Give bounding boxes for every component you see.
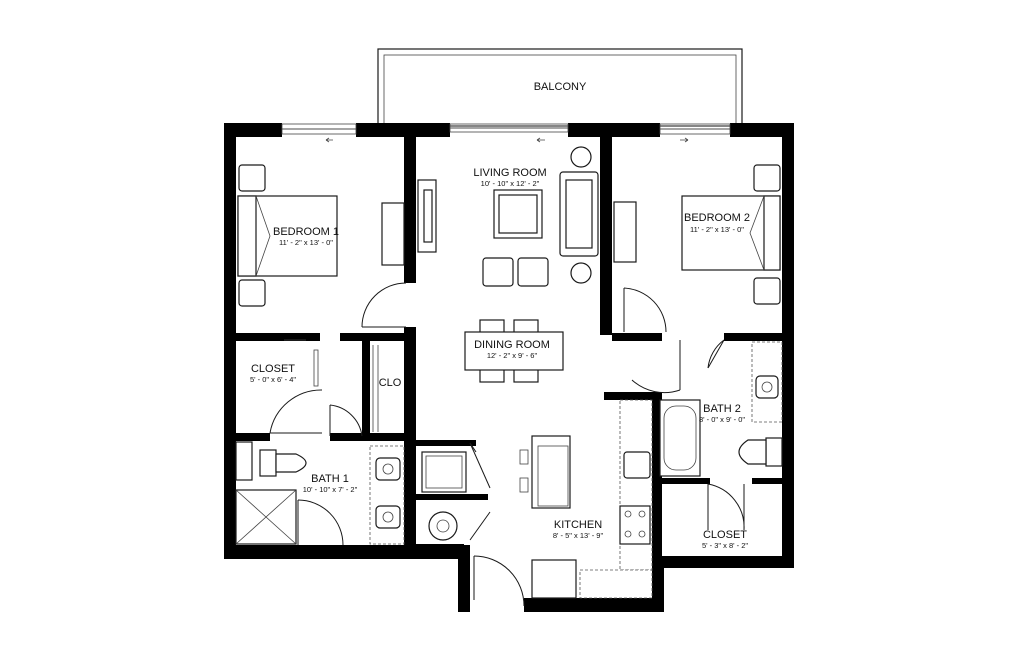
- bath2-dims: 8' - 0" x 9' - 0": [699, 415, 745, 424]
- bedroom2-label: BEDROOM 2: [684, 212, 750, 224]
- dining-furniture: [464, 319, 564, 383]
- bath2-label: BATH 2: [703, 403, 741, 415]
- windows: [281, 123, 731, 143]
- closet2-dims: 5' - 3" x 8' - 2": [702, 541, 748, 550]
- closet1-label: CLOSET: [251, 363, 295, 375]
- bath1-dims: 10' - 10" x 7' - 2": [303, 485, 358, 494]
- balcony-label: BALCONY: [534, 81, 587, 93]
- clo-label: CLO: [379, 377, 402, 389]
- living-room-dims: 10' - 10" x 12' - 2": [481, 179, 540, 188]
- balcony: [377, 48, 743, 127]
- bedroom1-dims: 11' - 2" x 13' - 0": [279, 238, 333, 247]
- room-labels: BALCONY LIVING ROOM 10' - 10" x 12' - 2"…: [250, 81, 750, 550]
- bath2-fixtures: [659, 341, 783, 477]
- closet1-dims: 5' - 0" x 6' - 4": [250, 375, 296, 384]
- walls: [224, 123, 794, 612]
- dining-room-label: DINING ROOM: [474, 339, 550, 351]
- kitchen-dims: 8' - 5" x 13' - 9": [553, 531, 604, 540]
- bath1-label: BATH 1: [311, 473, 349, 485]
- living-furniture: [417, 146, 599, 287]
- dining-room-dims: 12' - 2" x 9' - 6": [487, 351, 538, 360]
- bedroom1-label: BEDROOM 1: [273, 226, 339, 238]
- closets: [284, 339, 379, 432]
- bedroom1-furniture: [237, 164, 405, 307]
- kitchen-label: KITCHEN: [554, 519, 602, 531]
- bedroom2-dims: 11' - 2" x 13' - 0": [690, 225, 744, 234]
- bath1-fixtures: [235, 441, 405, 545]
- bedroom2-furniture: [613, 164, 781, 305]
- kitchen-fixtures: [519, 399, 653, 599]
- doors: [269, 282, 745, 607]
- living-room-label: LIVING ROOM: [473, 167, 546, 179]
- utility-fixtures: [421, 451, 467, 541]
- closet2-label: CLOSET: [703, 529, 747, 541]
